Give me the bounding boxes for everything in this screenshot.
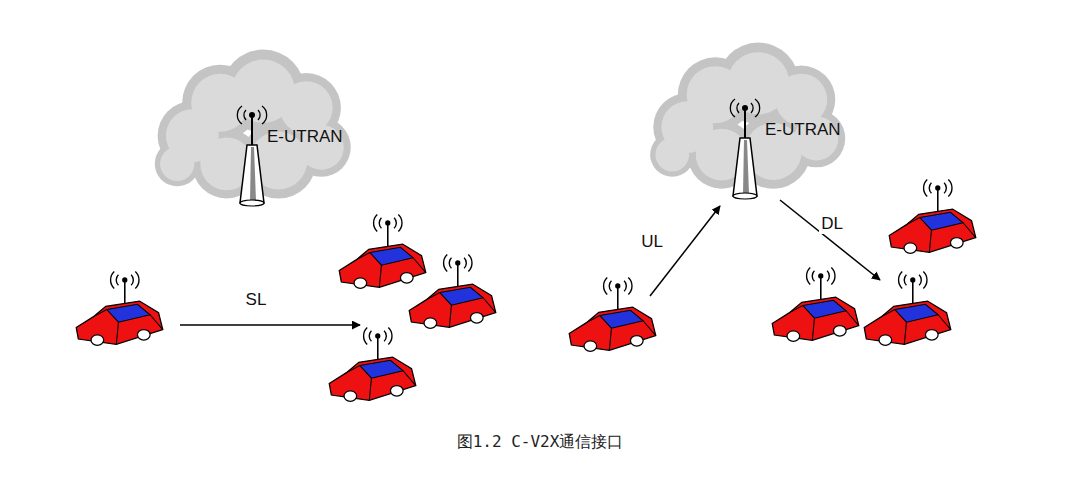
car-icon — [329, 328, 416, 402]
link-label: UL — [639, 232, 665, 252]
car-icon — [409, 255, 496, 329]
link-label: DL — [819, 214, 845, 234]
car-icon — [889, 180, 976, 254]
network-cloud: E-UTRAN — [640, 38, 855, 200]
network-name: E-UTRAN — [765, 120, 841, 140]
car-group — [76, 180, 976, 402]
downlink-arrow — [780, 200, 880, 280]
car-icon — [864, 272, 951, 346]
base-station-tower — [237, 106, 266, 206]
link-label: SL — [244, 290, 269, 310]
cloud-outline — [640, 38, 855, 200]
figure-caption: 图1.2 C-V2X通信接口 — [457, 432, 624, 453]
car-icon — [76, 272, 163, 346]
car-icon — [772, 268, 859, 342]
network-cloud: E-UTRAN — [145, 45, 360, 210]
car-icon — [339, 215, 426, 289]
network-name: E-UTRAN — [267, 127, 343, 147]
car-icon — [569, 278, 656, 352]
sidelink-arrow — [180, 324, 360, 326]
base-station-tower — [730, 99, 759, 199]
